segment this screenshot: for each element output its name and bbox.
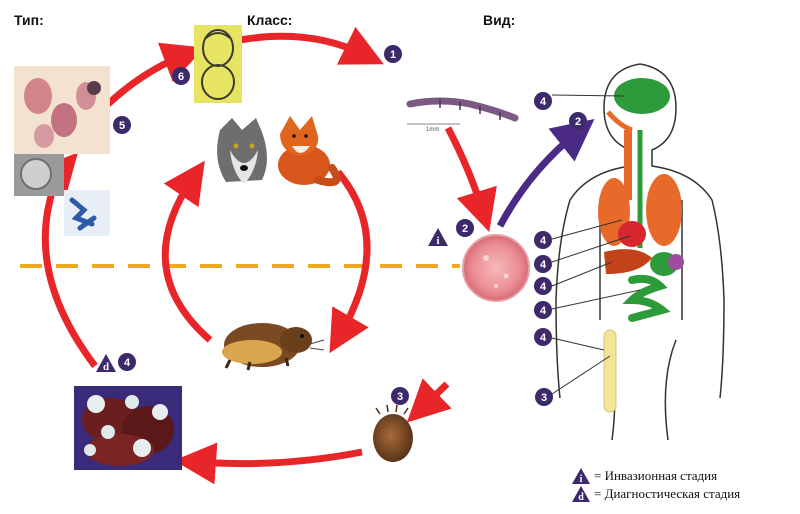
badge-stage-4-brain: 4 <box>534 92 552 110</box>
badge-stage-4-heart: 4 <box>534 255 552 273</box>
svg-text:4: 4 <box>124 357 131 369</box>
badge-stage-3-human: 3 <box>535 388 553 406</box>
svg-text:4: 4 <box>540 259 547 271</box>
brain-organ <box>614 78 670 114</box>
svg-text:4: 4 <box>540 281 547 293</box>
species-header: Вид: <box>483 12 516 28</box>
arrow-5-to-6 <box>105 42 205 107</box>
badge-stage-4-cyst: 4 <box>118 353 136 371</box>
femur-bone <box>603 329 617 413</box>
diagnostic-marker: d <box>96 354 116 373</box>
legend-diagnostic: d = Диагностическая стадия <box>572 486 740 502</box>
class-header: Класс: <box>247 12 293 28</box>
badge-stage-5: 5 <box>113 116 131 134</box>
intestine-organ <box>622 274 671 322</box>
badge-stage-4-liver: 4 <box>534 277 552 295</box>
organ-pointer-lines <box>551 94 641 395</box>
svg-text:6: 6 <box>178 71 184 83</box>
inner-arrow-right <box>329 169 371 354</box>
oncosphere-image <box>373 404 413 462</box>
legend-diagnostic-text: = Диагностическая стадия <box>594 486 741 501</box>
badge-stage-3-oncosphere: 3 <box>391 387 409 405</box>
scale-bar-label: 1mm <box>426 127 439 133</box>
legend-infective-icon: i <box>572 468 590 484</box>
badge-stage-4-lungs: 4 <box>534 231 552 249</box>
fox-image <box>278 116 341 187</box>
nasal-airway <box>606 110 633 133</box>
svg-text:2: 2 <box>462 223 468 235</box>
svg-text:1: 1 <box>390 49 396 61</box>
legend-diagnostic-icon: d <box>572 486 590 502</box>
protoscolex-microscopy-image <box>14 66 110 236</box>
arrow-oncosphere-to-cyst <box>174 442 363 485</box>
svg-text:2: 2 <box>575 116 581 128</box>
svg-text:i: i <box>436 235 439 247</box>
arrow-egg-to-human <box>496 118 595 228</box>
svg-text:i: i <box>580 474 583 484</box>
svg-text:4: 4 <box>540 96 547 108</box>
svg-text:5: 5 <box>119 120 125 132</box>
legend-infective: i = Инвазионная стадия <box>572 468 717 484</box>
badge-stage-4-bone: 4 <box>534 328 552 346</box>
human-organs <box>598 78 684 413</box>
badge-stage-6: 6 <box>172 67 190 85</box>
wolf-image <box>217 118 267 184</box>
svg-text:4: 4 <box>540 235 547 247</box>
svg-text:d: d <box>103 361 109 373</box>
badge-stage-2-right: 2 <box>569 112 587 130</box>
arrow-egg-to-oncosphere <box>406 378 452 423</box>
infective-marker: i <box>428 228 448 247</box>
stage-badges: 1 2 2 3 3 4 4 4 4 4 4 4 5 6 <box>113 45 587 406</box>
liver-organ <box>604 249 652 274</box>
badge-stage-1: 1 <box>384 45 402 63</box>
inner-arrow-left <box>161 160 213 343</box>
badge-stage-2-left: 2 <box>456 219 474 237</box>
heart-organ <box>618 221 646 247</box>
adult-worm-image <box>406 97 519 125</box>
arrow-6-to-1 <box>239 26 384 65</box>
arrow-worm-to-egg <box>444 126 497 233</box>
spleen-organ <box>668 254 684 270</box>
svg-text:4: 4 <box>540 332 547 344</box>
svg-text:4: 4 <box>540 305 547 317</box>
legend-infective-text: = Инвазионная стадия <box>594 468 718 483</box>
type-header: Тип: <box>14 12 44 28</box>
hydatid-cyst-image <box>74 386 182 470</box>
svg-text:d: d <box>578 492 584 502</box>
badge-stage-4-intestine: 4 <box>534 301 552 319</box>
egg-image <box>462 234 530 302</box>
svg-text:3: 3 <box>541 392 547 404</box>
rodent-image <box>222 323 325 371</box>
svg-text:3: 3 <box>397 391 403 403</box>
scolex-image <box>194 25 242 103</box>
right-lung <box>646 174 682 246</box>
